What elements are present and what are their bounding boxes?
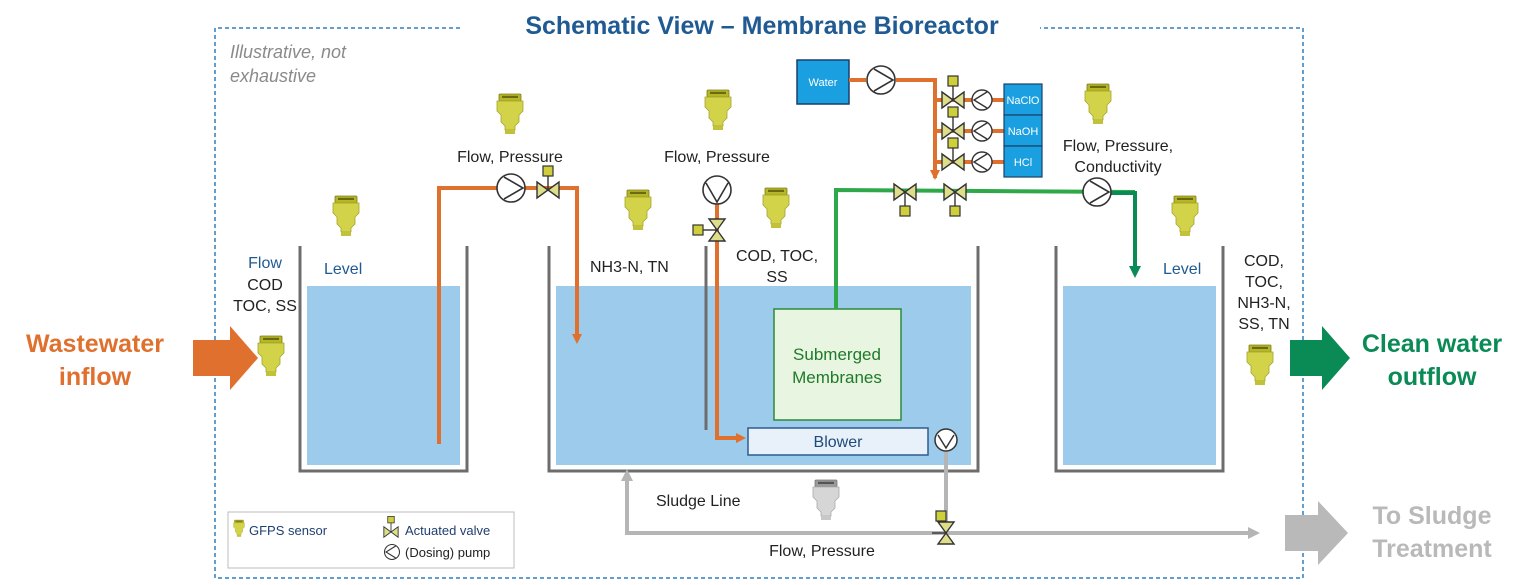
pump1-label: Flow, Pressure xyxy=(457,149,563,166)
bioreactor-cod-label-2: SS xyxy=(766,269,787,286)
submerged-membranes xyxy=(773,308,902,421)
outlet-label-2: TOC, xyxy=(1245,274,1283,291)
page-title: Schematic View – Membrane Bioreactor xyxy=(525,12,999,40)
naclo-box xyxy=(1003,83,1043,116)
naclo-pump-icon xyxy=(971,89,993,111)
cod-gfps-sensor-icon xyxy=(762,187,790,229)
bioreactor-sensor-label: NH3-N, TN xyxy=(590,259,669,276)
blower-label: Blower xyxy=(814,434,864,451)
naoh-pump-icon xyxy=(971,120,993,142)
legend-pump-icon xyxy=(383,543,401,561)
hcl-actuated-valve-icon xyxy=(941,137,965,171)
tank3-wall xyxy=(1054,246,1225,473)
subtitle-line-1: Illustrative, not xyxy=(230,42,347,62)
transfer-pump-icon xyxy=(496,173,526,203)
inlet-gfps-sensor-icon xyxy=(257,335,285,377)
sludge-line-label: Sludge Line xyxy=(656,493,741,510)
tank3-gfps-sensor-icon xyxy=(1171,195,1199,237)
nh3-gfps-sensor-icon xyxy=(624,189,652,231)
inflow-label-1: Wastewater xyxy=(26,330,164,358)
inlet-sensor-label-2: TOC, SS xyxy=(233,298,297,315)
sludge-return-line xyxy=(621,469,946,535)
naoh-label: NaOH xyxy=(1008,126,1039,138)
tank1-level-label: Level xyxy=(324,261,362,278)
membranes-label-1: Submerged xyxy=(793,345,881,364)
sludge-pump-icon xyxy=(934,428,958,452)
hcl-box xyxy=(1003,145,1043,178)
inlet-flow-label: Flow xyxy=(248,255,282,272)
sludge-treatment-label-2: Treatment xyxy=(1372,535,1492,563)
inflow-label-2: inflow xyxy=(59,363,132,391)
air-line xyxy=(715,200,746,443)
outlet-label-3: NH3-N, xyxy=(1237,295,1290,312)
naclo-label: NaClO xyxy=(1006,95,1039,107)
air-pump-icon xyxy=(702,175,732,205)
tank3-water xyxy=(1063,286,1216,465)
legend: GFPS sensor Actuated valve (Dosing) pump xyxy=(227,511,515,569)
sludge-actuated-valve-icon xyxy=(932,510,956,545)
naoh-actuated-valve-icon xyxy=(941,106,965,140)
air-gfps-sensor-icon xyxy=(704,89,732,131)
legend-sensor-label: GFPS sensor xyxy=(249,523,328,538)
permeate-gfps-sensor-icon xyxy=(1084,83,1112,125)
air-actuated-valve-icon xyxy=(692,218,726,242)
pump2-label: Flow, Pressure xyxy=(664,149,770,166)
subtitle-line-2: exhaustive xyxy=(230,66,316,86)
naclo-actuated-valve-icon xyxy=(941,75,965,109)
sludge-gfps-sensor-icon xyxy=(812,479,840,521)
tank1-gfps-sensor-icon xyxy=(332,195,360,237)
outlet-gfps-sensor-icon xyxy=(1246,344,1274,386)
transfer-gfps-sensor-icon xyxy=(496,93,524,135)
outlet-label-4: SS, TN xyxy=(1238,316,1289,333)
outflow-arrow xyxy=(1290,326,1350,390)
blower xyxy=(747,427,929,456)
tank1-wall xyxy=(298,246,469,473)
outflow-label-2: outflow xyxy=(1388,363,1477,391)
outlet-label-1: COD, xyxy=(1244,253,1284,270)
sludge-valve-label: Flow, Pressure xyxy=(769,543,875,560)
inlet-sensor-label-1: COD xyxy=(247,277,283,294)
sludge-treatment-label-1: To Sludge xyxy=(1373,502,1492,530)
permeate-pump-icon xyxy=(1082,177,1112,207)
outflow-label-1: Clean water xyxy=(1362,330,1503,358)
sludge-treatment-arrow xyxy=(1285,501,1348,565)
membranes-label-2: Membranes xyxy=(792,368,882,387)
tank2-wall xyxy=(547,246,980,473)
water-pump-icon xyxy=(866,65,896,95)
permeate-label-2: Conductivity xyxy=(1074,159,1161,176)
legend-valve-label: Actuated valve xyxy=(405,523,490,538)
dashed-frame xyxy=(214,27,1304,579)
permeate-label-1: Flow, Pressure, xyxy=(1063,138,1173,155)
tank3-level-label: Level xyxy=(1163,261,1201,278)
water-box-label: Water xyxy=(809,77,838,89)
inflow-arrow xyxy=(193,326,258,390)
legend-pump-label: (Dosing) pump xyxy=(405,545,490,560)
permeate-line-2 xyxy=(1100,191,1141,278)
permeate-line xyxy=(834,187,1136,309)
hcl-pump-icon xyxy=(971,151,993,173)
transfer-actuated-valve-icon xyxy=(536,165,560,199)
hcl-label: HCl xyxy=(1014,157,1032,169)
bioreactor-cod-label-1: COD, TOC, xyxy=(736,248,818,265)
tank1-water xyxy=(307,286,460,465)
